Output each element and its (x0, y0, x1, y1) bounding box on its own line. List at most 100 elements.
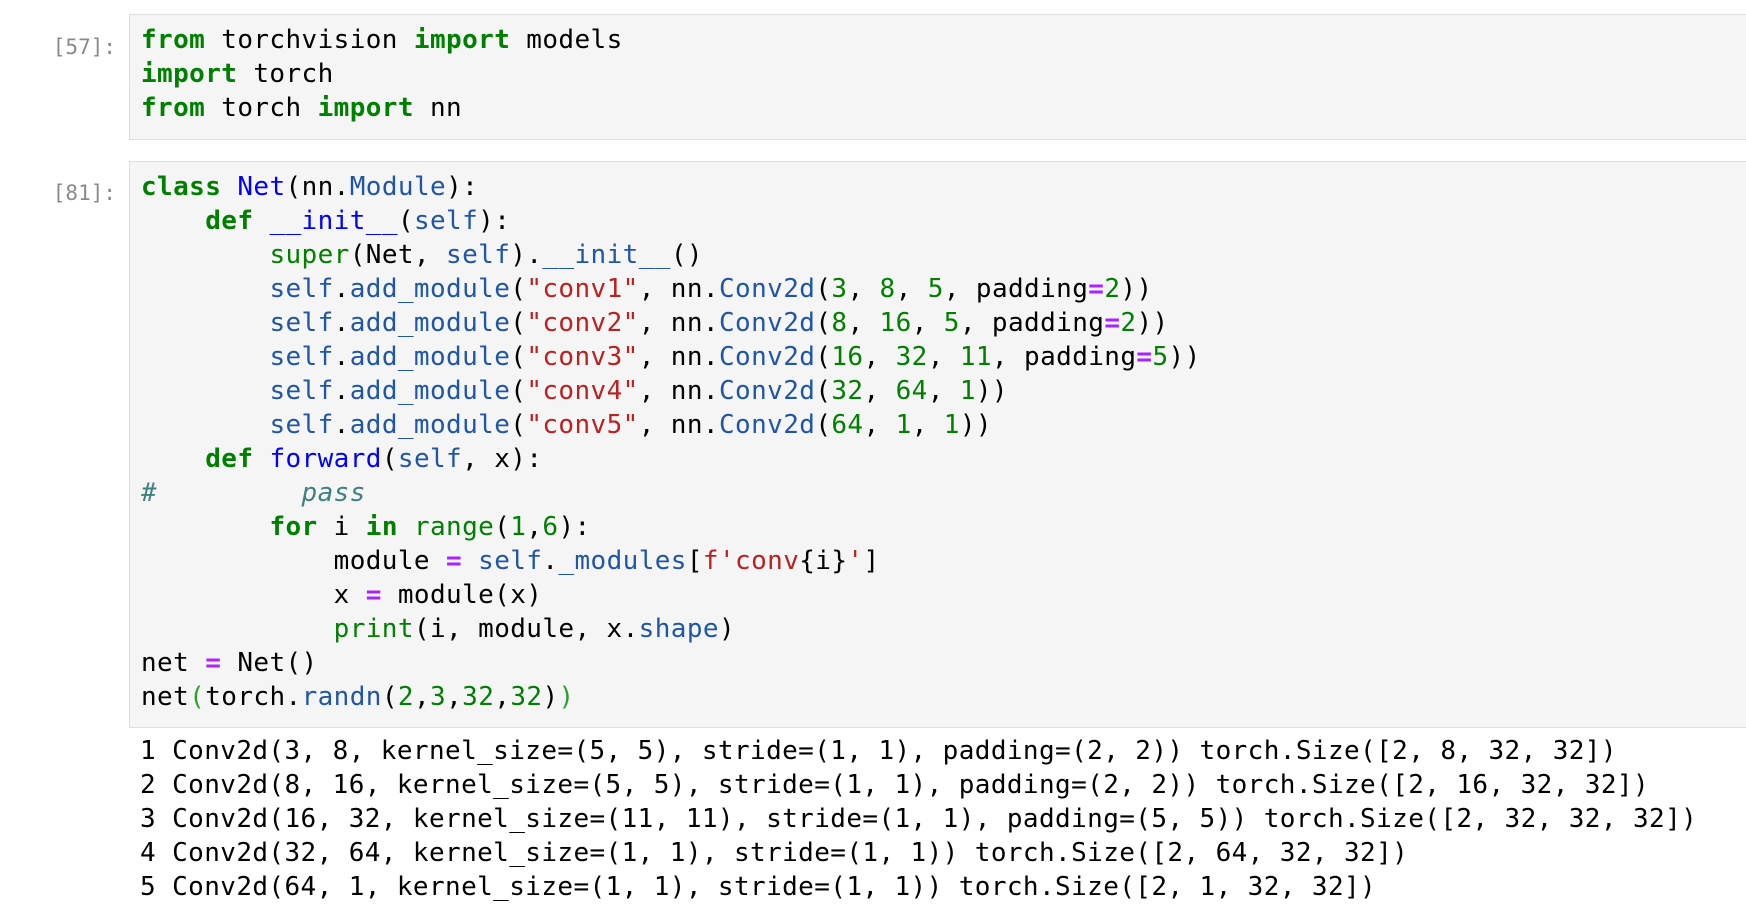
code-token: Net() (221, 648, 318, 678)
code-line: for i in range(1,6): (141, 512, 591, 542)
code-token: 64 (831, 410, 864, 440)
code-token: , (863, 376, 896, 406)
code-token: , (847, 274, 880, 304)
code-cell-imports[interactable]: [57]: from torchvision import models imp… (0, 14, 1746, 140)
code-line: super(Net, self).__init__() (141, 240, 703, 270)
code-token: , (911, 308, 944, 338)
code-token: , (863, 410, 896, 440)
code-token: x (141, 580, 366, 610)
code-token: __init__ (542, 240, 671, 270)
code-token (141, 206, 205, 236)
code-token: torch (237, 59, 334, 89)
code-text[interactable]: from torchvision import models import to… (141, 23, 623, 125)
code-token (141, 240, 269, 270)
code-token: 8 (879, 274, 896, 304)
code-line: self.add_module("conv2", nn.Conv2d(8, 16… (141, 308, 1169, 338)
code-token: 5 (927, 274, 944, 304)
code-token: , (847, 308, 880, 338)
code-token: , padding (991, 342, 1137, 372)
code-token: ( (510, 376, 527, 406)
code-token: self (269, 308, 334, 338)
code-token: models (510, 25, 623, 55)
code-token (253, 444, 269, 474)
code-line: net(torch.randn(2,3,32,32)) (141, 682, 575, 712)
code-token: ): (478, 206, 511, 236)
execution-count-prompt: [57]: (52, 35, 116, 59)
code-token: , padding (959, 308, 1105, 338)
code-token: . (333, 274, 350, 304)
code-editor[interactable]: class Net(nn.Module): def __init__(self)… (129, 161, 1746, 728)
code-token: 16 (831, 342, 864, 372)
output-line: 3 Conv2d(16, 32, kernel_size=(11, 11), s… (140, 804, 1698, 834)
code-token: torch (205, 93, 318, 123)
code-token: 3 (831, 274, 848, 304)
code-token: 32 (895, 342, 928, 372)
code-token: 1 (895, 410, 912, 440)
output-line: 5 Conv2d(64, 1, kernel_size=(1, 1), stri… (140, 872, 1377, 902)
code-token: . (542, 546, 559, 576)
code-token: __init__ (269, 206, 398, 236)
code-token: (Net, (349, 240, 447, 270)
code-text[interactable]: class Net(nn.Module): def __init__(self)… (141, 170, 1201, 714)
code-token (141, 410, 269, 440)
code-token: import (317, 93, 414, 123)
code-token: add_module (349, 410, 511, 440)
code-token: (i, module, x. (413, 614, 639, 644)
code-token: = (365, 580, 382, 610)
code-token: ): (558, 512, 591, 542)
code-cell-net-definition[interactable]: [81]: class Net(nn.Module): def __init__… (0, 161, 1746, 904)
code-token (141, 342, 269, 372)
code-token: net (141, 648, 206, 678)
code-token: torchvision (205, 25, 414, 55)
code-token: , (911, 410, 944, 440)
code-line: from torchvision import models (141, 25, 623, 55)
code-token: Net (237, 172, 286, 202)
code-token: ( (815, 376, 832, 406)
code-token: ' (847, 546, 864, 576)
code-token: ( (189, 682, 206, 712)
code-token: Conv2d (718, 376, 816, 406)
code-token: ( (397, 206, 414, 236)
code-token: add_module (349, 342, 511, 372)
code-token: self (413, 206, 479, 236)
code-token: ( (510, 274, 527, 304)
output-line: 2 Conv2d(8, 16, kernel_size=(5, 5), stri… (140, 770, 1650, 800)
code-token: 1 (943, 410, 960, 440)
code-token: "conv3" (526, 342, 639, 372)
cell-output: 1 Conv2d(3, 8, kernel_size=(5, 5), strid… (140, 734, 1697, 904)
code-token: 11 (959, 342, 992, 372)
code-token: 2 (1104, 274, 1121, 304)
code-token: , padding (943, 274, 1089, 304)
code-token (141, 614, 334, 644)
code-line: self.add_module("conv3", nn.Conv2d(16, 3… (141, 342, 1201, 372)
code-token: ( (815, 274, 832, 304)
code-token: shape (638, 614, 719, 644)
code-token: add_module (349, 308, 511, 338)
code-token: from (141, 93, 206, 123)
code-token: "conv4" (526, 376, 639, 406)
code-token: . (333, 410, 350, 440)
code-token: 32 (462, 682, 495, 712)
code-token: 32 (510, 682, 543, 712)
code-token: def (205, 444, 254, 474)
code-token: , nn. (638, 274, 719, 304)
code-token: class (141, 172, 222, 202)
code-token: 3 (430, 682, 447, 712)
code-token: {i} (799, 546, 848, 576)
code-token: Conv2d (718, 274, 816, 304)
code-token: Conv2d (718, 342, 816, 372)
code-token: . (333, 376, 350, 406)
code-token: # pass (141, 478, 366, 508)
code-line: self.add_module("conv5", nn.Conv2d(64, 1… (141, 410, 992, 440)
code-token (253, 206, 269, 236)
code-editor[interactable]: from torchvision import models import to… (129, 14, 1746, 140)
code-token: Conv2d (718, 308, 816, 338)
code-token: self (397, 444, 463, 474)
code-token: ). (510, 240, 543, 270)
code-token: Module (349, 172, 447, 202)
code-token: import (413, 25, 511, 55)
code-token: ( (510, 342, 527, 372)
code-token: ( (494, 512, 511, 542)
code-token: self (269, 342, 334, 372)
code-line: import torch (141, 59, 334, 89)
